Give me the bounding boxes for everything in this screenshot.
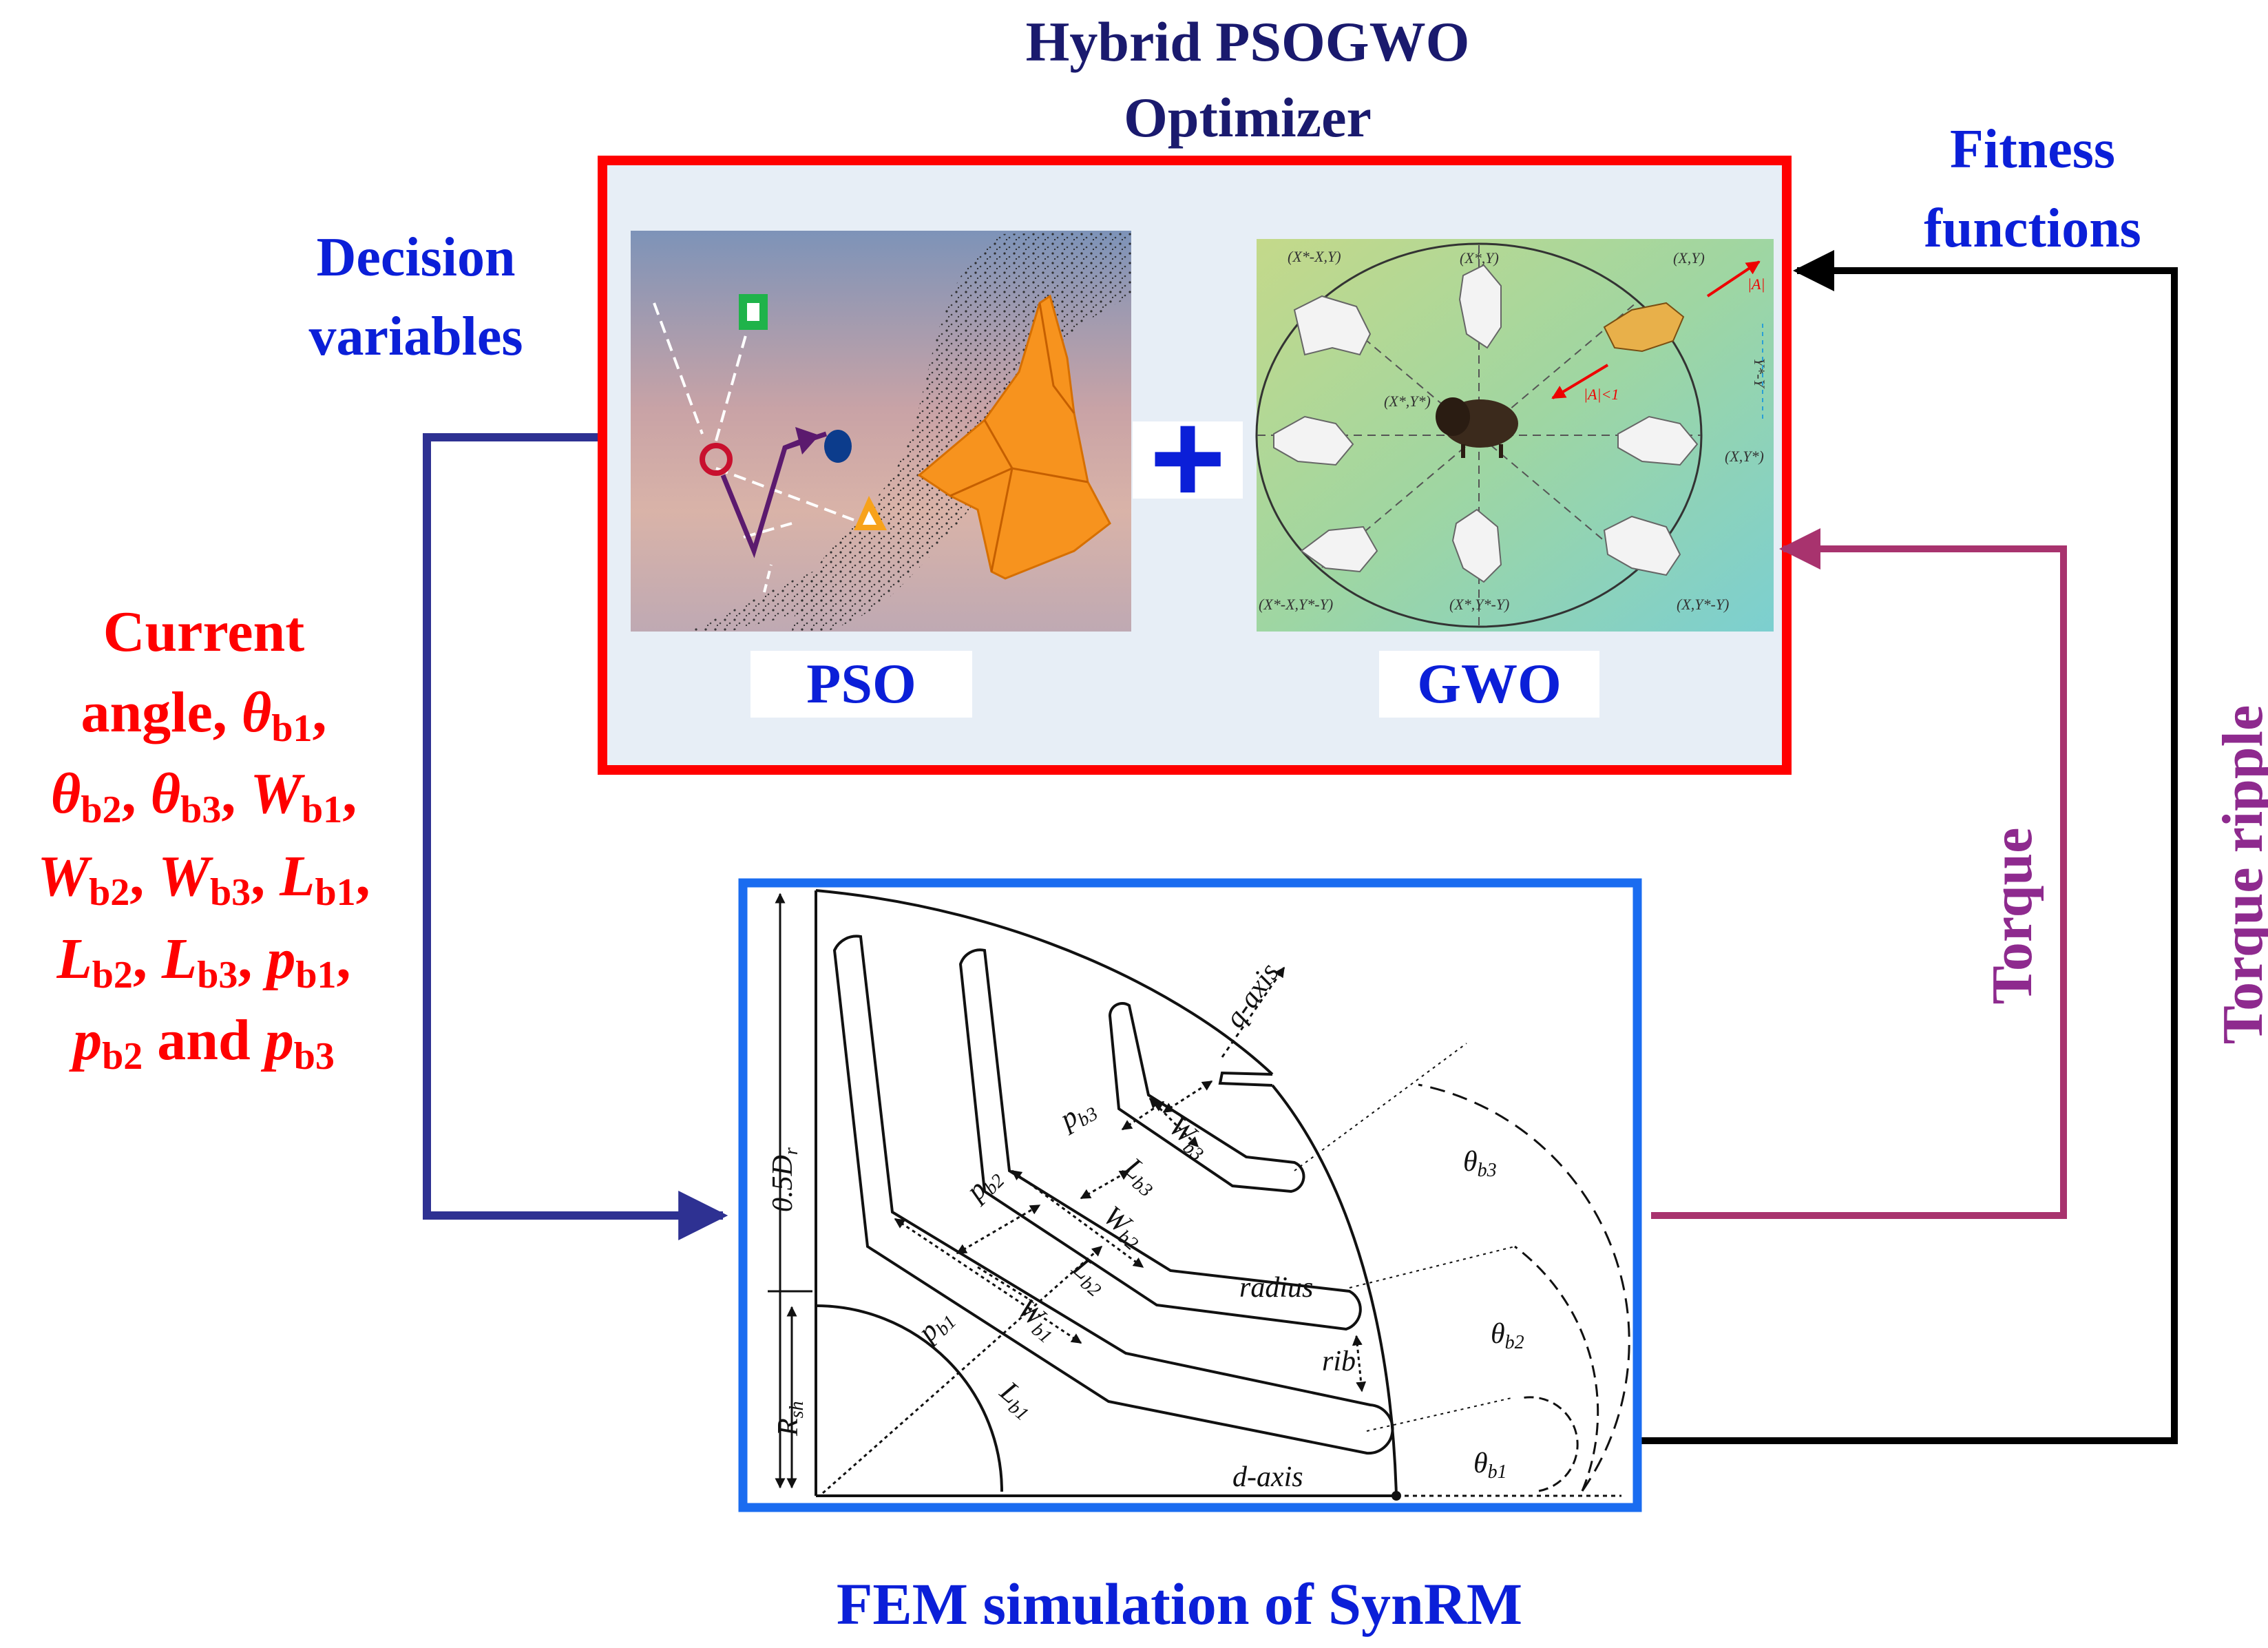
gwo-coord-6: (X*-X,Y*-Y)	[1259, 596, 1333, 613]
diagram-title-line1: Hybrid PSOGWO	[1026, 10, 1470, 73]
pso-image	[631, 231, 1131, 632]
rotor-drawing	[768, 889, 1630, 1501]
decision-variables-arrow	[423, 433, 728, 1240]
theta-b2-label: θb2	[1491, 1318, 1524, 1353]
d-axis-label: d-axis	[1232, 1461, 1303, 1493]
gwo-coord-1: (X*-X,Y)	[1288, 248, 1341, 265]
variables-line5: Lb2, Lb3, pb1,	[56, 927, 350, 997]
radius-label: radius	[1239, 1272, 1313, 1304]
torque-label: Torque	[1980, 828, 2044, 1005]
rsh-label: Rsh	[773, 1401, 808, 1437]
torque-ripple-label: Torque ripple	[2211, 705, 2268, 1044]
diagram-title-line2: Optimizer	[1124, 86, 1372, 149]
gwo-coord-2: (X*,Y)	[1460, 249, 1499, 267]
rib-label: rib	[1322, 1346, 1356, 1377]
pso-label: PSO	[806, 652, 916, 715]
gwo-coord-3: (X,Y)	[1673, 249, 1705, 267]
gwo-a-lt1-label: |A|<1	[1584, 386, 1619, 403]
fem-box	[738, 878, 1642, 1512]
fitness-functions-line1: Fitness	[1950, 119, 2115, 180]
gwo-coord-5: (X,Y*)	[1725, 448, 1764, 465]
gwo-coord-4: (X*,Y*)	[1384, 393, 1431, 410]
fem-caption: FEM simulation of SynRM	[837, 1571, 1522, 1637]
torque-ripple-arrow	[1637, 250, 2178, 1444]
gwo-a-label: |A|	[1747, 275, 1765, 293]
torque-arrow	[1651, 528, 2067, 1219]
gwo-label: GWO	[1417, 652, 1562, 715]
theta-b3-label: θb3	[1463, 1146, 1497, 1181]
plus-box	[1133, 421, 1243, 499]
decision-variables-line1: Decision	[317, 227, 516, 288]
half-d-label: 0.5Dr	[767, 1147, 802, 1212]
variables-list: Current angle, θb1, θb2, θb3, Wb1, Wb2, …	[37, 600, 370, 1078]
gwo-coord-8: (X,Y*-Y)	[1677, 596, 1729, 613]
variables-line4: Wb2, Wb3, Lb1,	[37, 844, 370, 914]
variables-line1: Current	[103, 600, 304, 664]
gwo-image: |A| |A|<1 (X*-X,Y) (X*,Y) (X,Y) (X*,Y*) …	[1255, 239, 1774, 632]
fitness-functions-line2: functions	[1924, 198, 2141, 259]
gwo-coord-7: (X*,Y*-Y)	[1449, 596, 1509, 613]
decision-variables-line2: variables	[308, 306, 523, 367]
gwo-y-side-label: Y*-Y	[1751, 358, 1768, 390]
theta-b1-label: θb1	[1473, 1448, 1507, 1483]
gwo-label-box	[1379, 651, 1599, 718]
variables-line6: pb2 and pb3	[69, 1008, 335, 1078]
variables-line3: θb2, θb3, Wb1,	[51, 762, 357, 831]
pso-label-box	[750, 651, 972, 718]
variables-line2: angle, θb1,	[81, 680, 326, 750]
plus-sign: +	[1150, 385, 1226, 531]
